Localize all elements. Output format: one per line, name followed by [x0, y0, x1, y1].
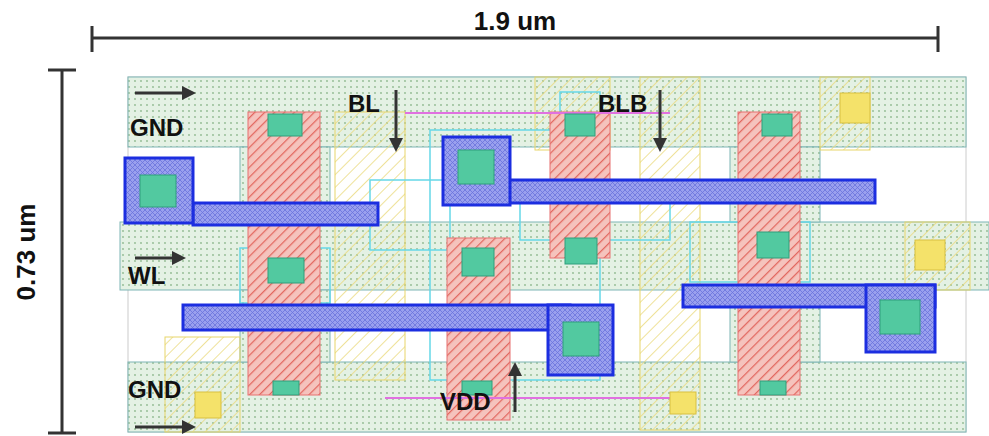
via-outline	[240, 92, 810, 380]
net-label: GND	[130, 116, 183, 140]
net-label: BL	[348, 92, 380, 116]
net-label: GND	[128, 378, 181, 402]
active-region	[120, 77, 989, 432]
net-label: WL	[128, 264, 165, 288]
metal-wire	[385, 113, 670, 398]
net-label: VDD	[440, 390, 491, 414]
net-label: BLB	[598, 92, 647, 116]
poly-gate	[248, 112, 800, 420]
dimension-label: 0.73 um	[13, 204, 39, 301]
via	[140, 150, 920, 356]
metal1	[125, 137, 935, 375]
contact	[268, 114, 792, 395]
pin-square	[195, 93, 945, 418]
signal-arrow	[135, 86, 667, 434]
dimension-label: 1.9 um	[474, 8, 556, 34]
implant-region	[165, 77, 970, 432]
